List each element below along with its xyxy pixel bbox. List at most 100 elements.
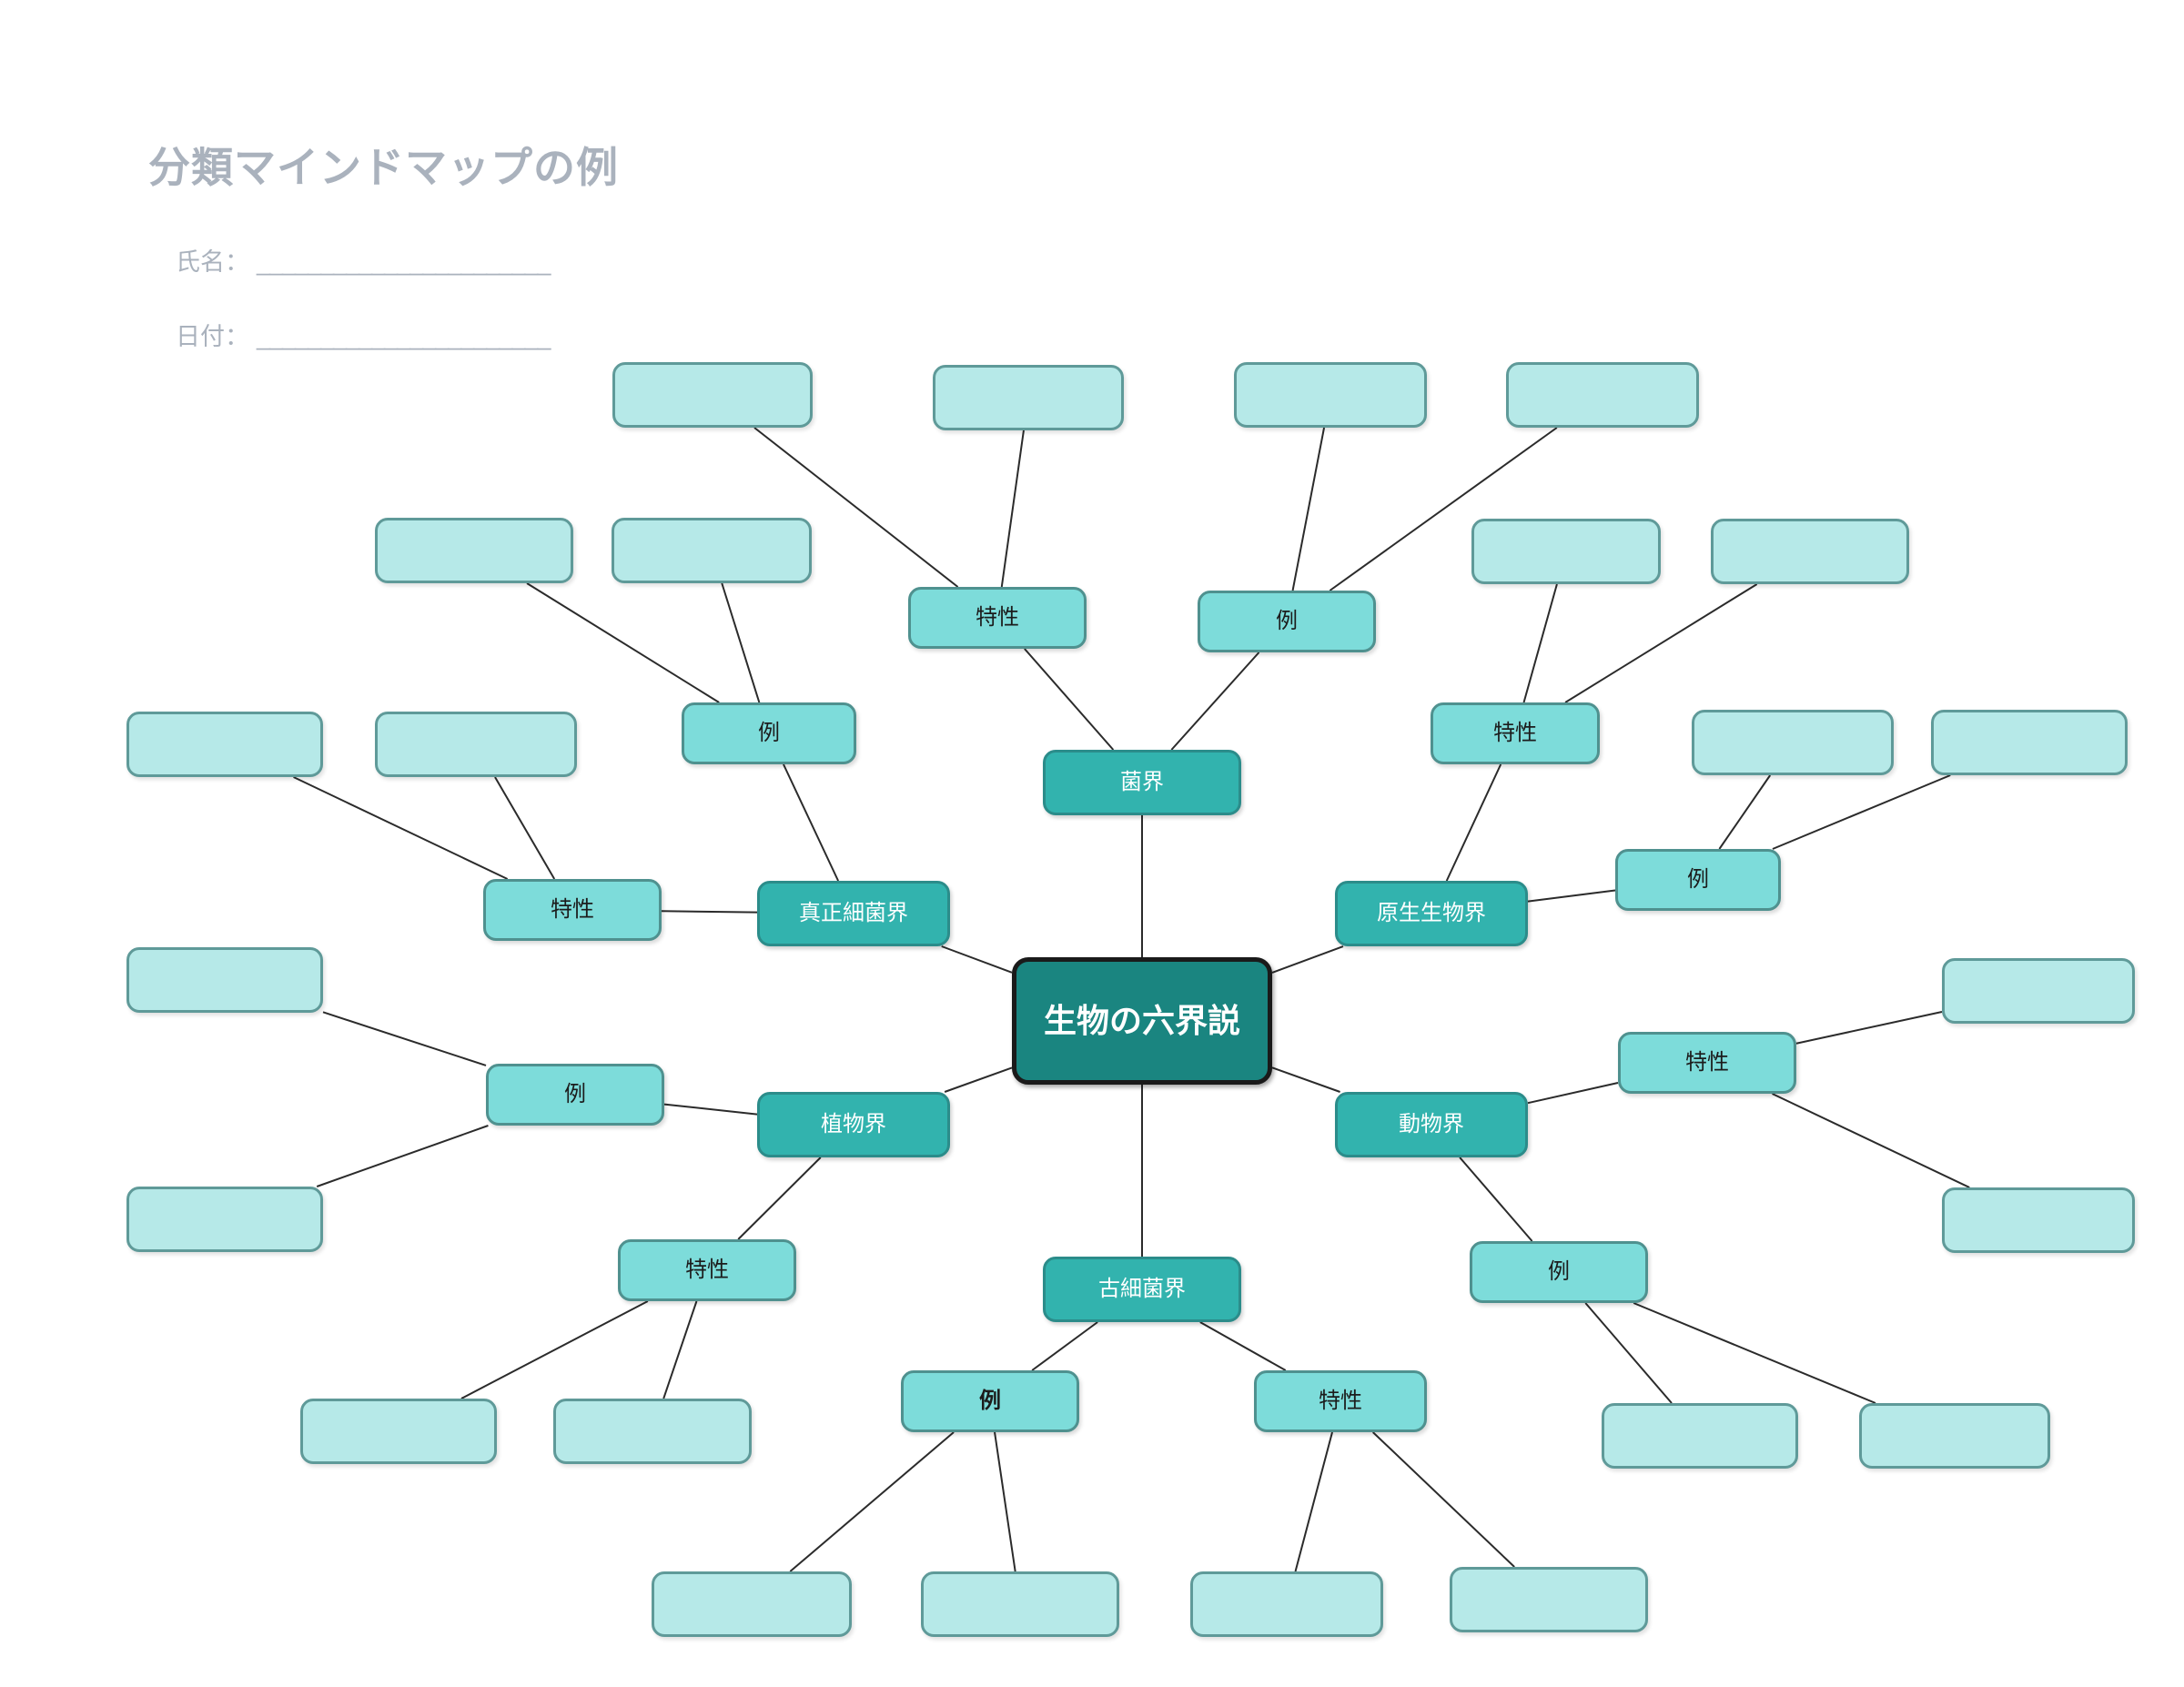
name-field-row: 氏名： _______________________ [176,242,551,278]
mindmap-edge [1527,1082,1619,1105]
mindmap-branch-node[interactable]: 特性 [1431,702,1600,764]
page-title: 分類マインドマップの例 [148,144,619,191]
mindmap-root-node[interactable]: 生物の六界説 [1012,957,1272,1085]
mindmap-edge [1564,583,1758,703]
mindmap-edge [1199,1321,1287,1371]
mindmap-edge [1584,1302,1673,1404]
mindmap-edge [1522,583,1558,703]
mindmap-edge [526,582,720,703]
mindmap-root-node-label: 生物の六界説 [1043,1002,1240,1040]
date-field-row: 日付： _______________________ [176,317,551,352]
mindmap-edge [661,910,758,914]
mindmap-blank-box[interactable] [1602,1403,1798,1469]
mindmap-kingdom-node-label: 動物界 [1399,1111,1464,1136]
mindmap-blank-box[interactable] [1859,1403,2050,1469]
name-input-blank[interactable]: _______________________ [257,248,551,276]
mindmap-blank-box[interactable] [612,362,813,428]
mindmap-blank-box[interactable] [933,365,1124,430]
mindmap-blank-box[interactable] [553,1399,752,1464]
mindmap-edge [1031,1321,1098,1371]
mindmap-edge [460,1300,649,1399]
mindmap-blank-box[interactable] [1942,958,2135,1024]
mindmap-edge [789,1431,955,1572]
mindmap-blank-box[interactable] [375,712,577,777]
mindmap-branch-node[interactable]: 特性 [1254,1370,1427,1432]
mindmap-branch-node-label: 例 [564,1081,586,1106]
mindmap-edge [1795,1011,1943,1045]
mindmap-edge [1445,763,1502,882]
mindmap-branch-node-label: 特性 [1493,720,1537,745]
mindmap-branch-node[interactable]: 例 [1198,591,1376,652]
mindmap-edge [753,427,959,588]
mindmap-branch-node-label: 特性 [685,1257,729,1282]
mindmap-branch-node[interactable]: 例 [901,1370,1079,1432]
mindmap-branch-node[interactable]: 例 [1615,849,1781,911]
mindmap-blank-box[interactable] [1471,519,1661,584]
mindmap-edge [1527,889,1616,903]
mindmap-blank-box[interactable] [1711,519,1909,584]
mindmap-edge [941,945,1013,974]
mindmap-kingdom-node[interactable]: 古細菌界 [1043,1257,1241,1322]
mindmap-edge [1271,1066,1340,1093]
mindmap-edge [1170,652,1260,751]
mindmap-edge [663,1103,758,1116]
mindmap-kingdom-node[interactable]: 原生生物界 [1335,881,1528,946]
mindmap-blank-box[interactable] [375,518,573,583]
mindmap-edge [1024,648,1115,751]
mindmap-kingdom-node-label: 原生生物界 [1377,900,1486,925]
mindmap-edge [944,1066,1013,1093]
mindmap-edge [494,776,556,880]
mindmap-edge [322,1011,487,1066]
mindmap-branch-node[interactable]: 特性 [1618,1032,1796,1094]
mindmap-branch-node[interactable]: 例 [1470,1241,1648,1303]
mindmap-edge [316,1125,489,1187]
mindmap-branch-node[interactable]: 特性 [618,1239,796,1301]
mindmap-blank-box[interactable] [612,518,812,583]
mindmap-blank-box[interactable] [1942,1187,2135,1253]
mindmap-edge [293,776,509,880]
mindmap-kingdom-node-label: 古細菌界 [1098,1276,1186,1301]
mindmap-edge [1633,1302,1876,1404]
mindmap-blank-box[interactable] [300,1399,497,1464]
mindmap-blank-box[interactable] [1234,362,1427,428]
mindmap-branch-node[interactable]: 特性 [908,587,1087,649]
mindmap-blank-box[interactable] [1692,710,1894,775]
mindmap-branch-node[interactable]: 例 [682,702,856,764]
mindmap-kingdom-node-label: 菌界 [1120,769,1164,794]
mindmap-edge [721,582,761,703]
mindmap-blank-box[interactable] [1190,1571,1383,1637]
mindmap-branch-node[interactable]: 特性 [483,879,662,941]
mindmap-branch-node[interactable]: 例 [486,1064,664,1126]
mindmap-blank-box[interactable] [652,1571,852,1637]
mindmap-edge [1718,774,1772,850]
mindmap-blank-box[interactable] [1506,362,1699,428]
mindmap-blank-box[interactable] [921,1571,1119,1637]
mindmap-blank-box[interactable] [126,712,323,777]
date-label: 日付： [176,323,249,350]
mindmap-branch-node-label: 特性 [551,896,594,922]
mindmap-blank-box[interactable] [126,947,323,1013]
mindmap-branch-node-label: 例 [758,720,780,745]
mindmap-edge [994,1431,1016,1572]
mindmap-branch-node-label: 例 [1276,608,1298,633]
mindmap-kingdom-node-label: 真正細菌界 [799,900,908,925]
mindmap-edge [1772,774,1951,850]
mindmap-edge [1329,427,1558,591]
date-input-blank[interactable]: _______________________ [257,323,551,350]
mindmap-kingdom-node[interactable]: 動物界 [1335,1092,1528,1157]
mindmap-edge [1459,1157,1533,1242]
mindmap-blank-box[interactable] [1931,710,2128,775]
mindmap-kingdom-node-label: 植物界 [821,1111,886,1136]
mindmap-kingdom-node[interactable]: 植物界 [757,1092,950,1157]
name-label: 氏名： [176,248,249,276]
mindmap-edge [1291,427,1326,591]
mindmap-kingdom-node[interactable]: 菌界 [1043,750,1241,815]
mindmap-kingdom-node[interactable]: 真正細菌界 [757,881,950,946]
mindmap-blank-box[interactable] [126,1187,323,1252]
mindmap-edge [662,1300,698,1399]
mindmap-branch-node-label: 例 [1548,1258,1570,1284]
mindmap-blank-box[interactable] [1450,1567,1648,1632]
